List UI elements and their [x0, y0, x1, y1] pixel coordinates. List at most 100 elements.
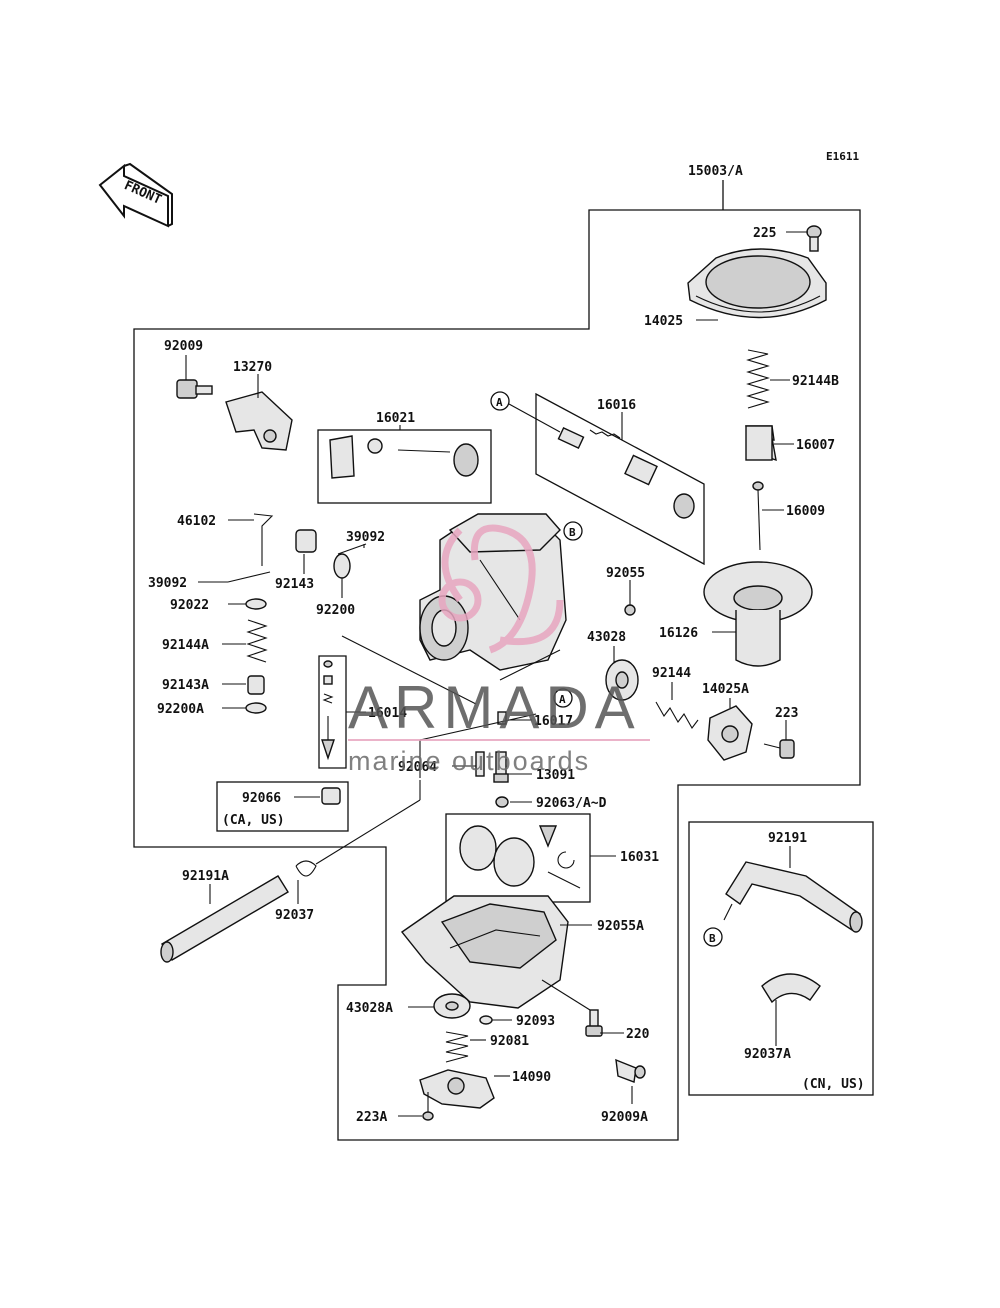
label-16021: 16021 — [376, 411, 415, 426]
part-225-screw — [806, 225, 822, 252]
part-92144a-spring — [246, 619, 268, 663]
main-assembly-frame — [133, 180, 861, 1141]
watermark-tagline: marine outboards — [348, 746, 590, 776]
label-92055a: 92055A — [597, 919, 644, 934]
svg-text:A: A — [496, 396, 503, 409]
part-92144-spring — [655, 701, 699, 729]
leader-lines — [185, 231, 808, 1117]
label-92037: 92037 — [275, 908, 314, 923]
part-92064-jet — [475, 751, 485, 777]
part-16016-pilot — [557, 426, 695, 519]
part-14025-cover — [687, 248, 827, 319]
part-43028a-diaphragm — [433, 993, 471, 1019]
part-16126-diaphragm — [703, 561, 813, 667]
part-92144b-spring — [746, 349, 770, 409]
callout-a-top: A — [490, 391, 561, 433]
label-92200: 92200 — [316, 603, 355, 618]
label-92143a: 92143A — [162, 678, 209, 693]
label-92063: 92063/A~D — [536, 796, 607, 811]
label-16007: 16007 — [796, 438, 835, 453]
callout-a-bottom: A — [553, 688, 573, 708]
label-92143: 92143 — [275, 577, 314, 592]
box-16014 — [318, 655, 347, 769]
part-92143a-cap — [247, 675, 265, 695]
label-ca-us: (CA, US) — [222, 813, 285, 828]
svg-text:B: B — [709, 932, 716, 945]
svg-text:A: A — [559, 693, 566, 706]
part-92093-oring — [479, 1015, 493, 1025]
label-13091: 13091 — [536, 768, 575, 783]
label-92022: 92022 — [170, 598, 209, 613]
label-92191: 92191 — [768, 831, 807, 846]
box-16016 — [535, 392, 705, 566]
label-92200a: 92200A — [157, 702, 204, 717]
armada-logo-icon — [438, 524, 564, 654]
part-16009-needle — [752, 481, 764, 551]
label-92144b: 92144B — [792, 374, 839, 389]
part-92009-screw — [176, 379, 213, 399]
label-92066: 92066 — [242, 791, 281, 806]
part-92063-plug — [495, 796, 509, 808]
part-13091-jet — [493, 751, 509, 783]
label-13270: 13270 — [233, 360, 272, 375]
label-92009: 92009 — [164, 339, 203, 354]
part-16021-plunger — [329, 435, 479, 479]
label-92009a: 92009A — [601, 1110, 648, 1125]
label-92144a: 92144A — [162, 638, 209, 653]
label-92037a: 92037A — [744, 1047, 791, 1062]
part-14025a-cover — [707, 705, 753, 761]
label-16031: 16031 — [620, 850, 659, 865]
part-39092-pin — [227, 543, 367, 583]
label-225: 225 — [753, 226, 776, 241]
part-92022-washer — [245, 598, 267, 610]
callout-b-bottom: B — [703, 927, 723, 947]
part-92009a-screw — [615, 1058, 646, 1083]
label-16009: 16009 — [786, 504, 825, 519]
label-39092-top: 39092 — [346, 530, 385, 545]
part-92191-hose — [725, 861, 863, 933]
part-92200a-washer — [245, 702, 267, 714]
part-92143-cap — [295, 529, 317, 553]
label-16126: 16126 — [659, 626, 698, 641]
ca-us-box — [216, 781, 349, 832]
label-43028a: 43028A — [346, 1001, 393, 1016]
label-16016: 16016 — [597, 398, 636, 413]
part-16014-needle-set — [321, 660, 335, 761]
label-16017: 16017 — [534, 714, 573, 729]
part-92191a-hose — [160, 875, 289, 963]
label-43028: 43028 — [587, 630, 626, 645]
part-220-screw — [585, 1009, 603, 1037]
part-16031-float — [459, 825, 581, 889]
label-16014: 16014 — [368, 706, 407, 721]
label-92191a: 92191A — [182, 869, 229, 884]
part-14090-cover — [419, 1069, 495, 1109]
watermark-brand: ARMADA — [348, 674, 641, 741]
label-223a: 223A — [356, 1110, 387, 1125]
diagram-code: E1611 — [826, 150, 859, 163]
front-arrow-icon: FRONT — [98, 162, 173, 228]
part-16007-holder — [745, 425, 777, 462]
callout-b-top: B — [563, 521, 583, 541]
part-labels: 15003/A 225 14025 92144B 16007 16009 161… — [148, 164, 865, 1125]
label-92055: 92055 — [606, 566, 645, 581]
label-14025: 14025 — [644, 314, 683, 329]
part-92081-spring — [445, 1031, 469, 1063]
box-16021 — [317, 429, 492, 504]
part-223-screw — [763, 739, 795, 759]
part-92037a-clip — [761, 973, 821, 1004]
part-92055-oring — [624, 604, 636, 616]
label-15003a: 15003/A — [688, 164, 743, 179]
label-220: 220 — [626, 1027, 650, 1042]
label-14025a: 14025A — [702, 682, 749, 697]
label-223: 223 — [775, 706, 798, 721]
label-39092-left: 39092 — [148, 576, 187, 591]
part-46102-lever — [253, 513, 274, 566]
svg-text:B: B — [569, 526, 576, 539]
part-92037-clip — [295, 860, 317, 877]
label-92064: 92064 — [398, 760, 437, 775]
part-223a-screw — [422, 1092, 434, 1121]
part-16017 — [497, 711, 507, 725]
part-92200-washer — [333, 553, 351, 579]
armada-watermark: ARMADA marine outboards — [348, 524, 650, 776]
